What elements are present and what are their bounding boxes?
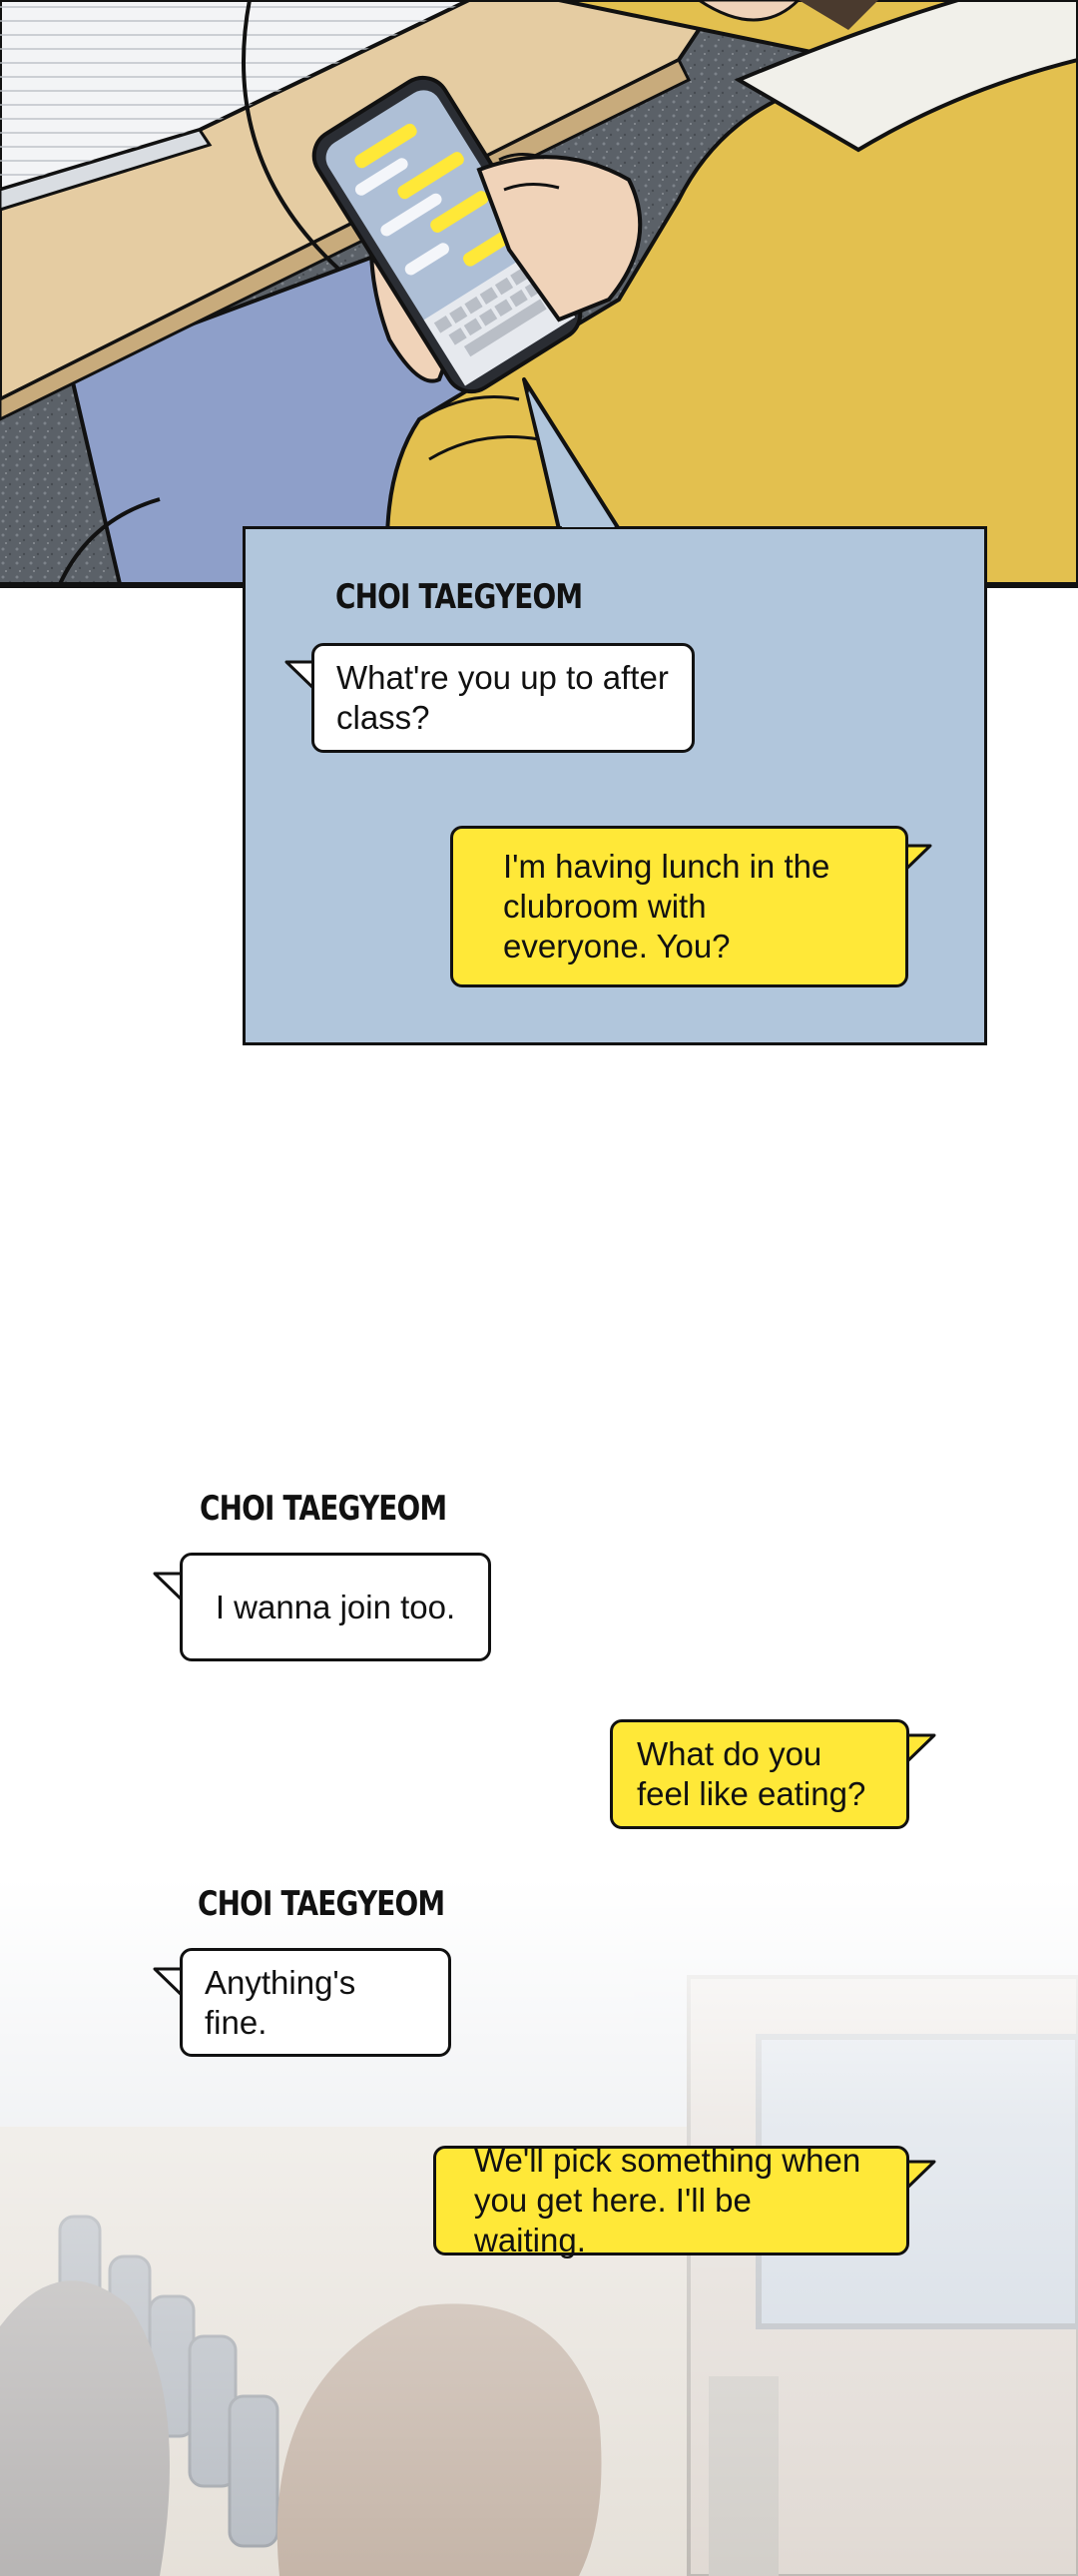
phone <box>311 75 583 394</box>
outgoing-message-bubble: What do you feel like eating? <box>610 1719 909 1829</box>
message-text: Anything's fine. <box>205 1963 356 2041</box>
outgoing-message-bubble: We'll pick something when you get here. … <box>433 2142 909 2258</box>
incoming-message-bubble: I wanna join too. <box>180 1553 491 1661</box>
incoming-message-bubble: What're you up to after class? <box>311 643 695 753</box>
sender-name: CHOI TAEGYEOM <box>200 1489 447 1529</box>
message-text: What're you up to after class? <box>336 659 669 736</box>
message-text: What do you feel like eating? <box>637 1735 866 1812</box>
sender-name: CHOI TAEGYEOM <box>335 577 583 617</box>
incoming-message-bubble: Anything's fine. <box>180 1948 451 2057</box>
sender-name: CHOI TAEGYEOM <box>198 1884 445 1924</box>
outgoing-message-bubble: I'm having lunch in the clubroom with ev… <box>450 826 908 987</box>
message-text: We'll pick something when you get here. … <box>474 2142 861 2258</box>
bubble-tail <box>284 660 319 694</box>
message-text: I wanna join too. <box>215 1588 456 1625</box>
right-hand <box>476 155 643 322</box>
bubble-tail <box>901 1733 936 1767</box>
shirt-collar <box>734 0 1078 153</box>
person-silhouette <box>276 2303 602 2576</box>
classroom-chairs <box>58 2215 279 2548</box>
bubble-tail <box>153 1572 188 1606</box>
bubble-tail <box>901 2160 936 2194</box>
bubble-tail <box>153 1967 188 2001</box>
message-text: I'm having lunch in the clubroom with ev… <box>503 848 830 965</box>
